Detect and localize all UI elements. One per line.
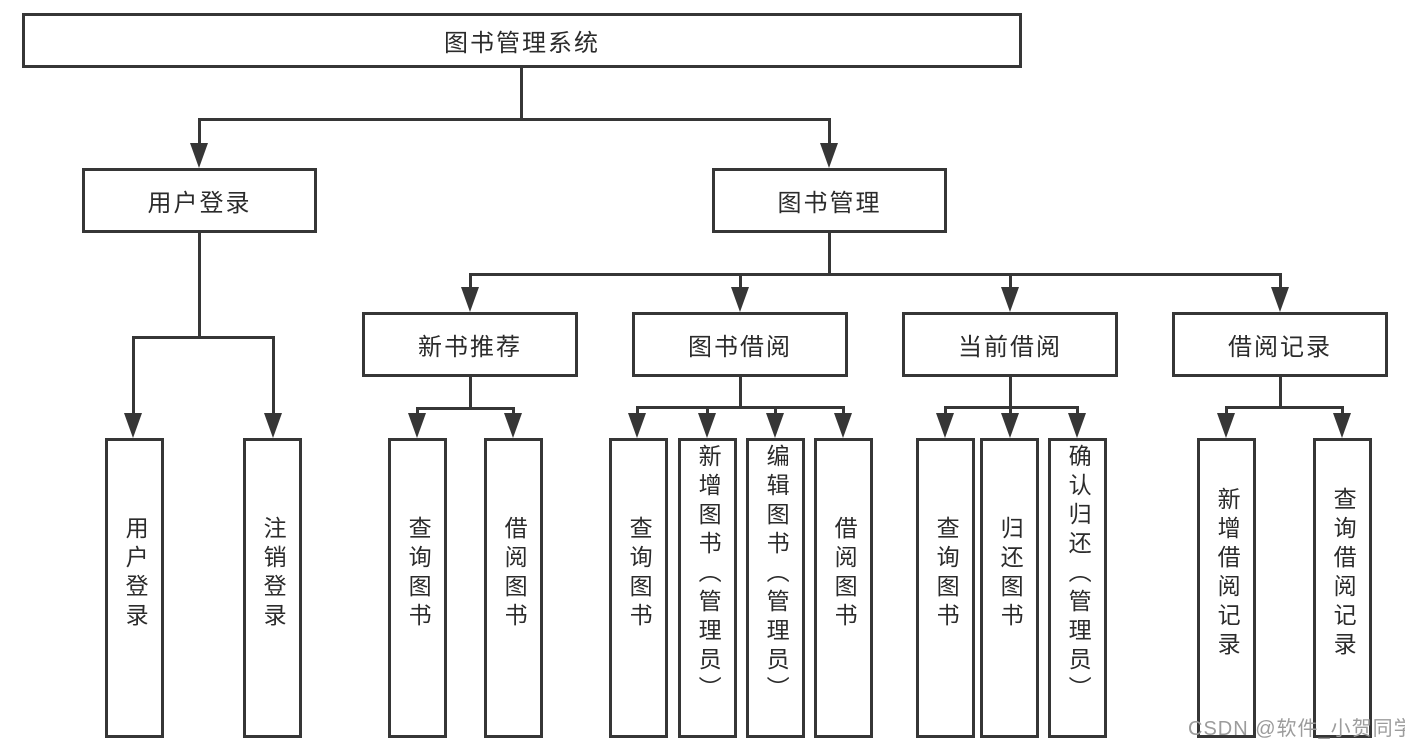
node-book-borrowing: 图书借阅 <box>632 312 848 377</box>
leaf-label: 借阅图书 <box>831 516 858 632</box>
connector-line <box>1279 273 1282 288</box>
arrow-down-icon <box>461 287 479 312</box>
connector-line <box>198 118 201 144</box>
node-label: 当前借阅 <box>958 334 1062 361</box>
connector-line <box>469 377 472 407</box>
arrow-down-icon <box>408 413 426 438</box>
connector-line <box>1009 406 1012 414</box>
leaf-label: 借阅图书 <box>501 516 528 632</box>
node-label: 新书推荐 <box>418 334 522 361</box>
leaf-label: 用户登录 <box>122 516 149 632</box>
node-borrowing-records: 借阅记录 <box>1172 312 1388 377</box>
leaf-query-books-recommend: 查询图书 <box>388 438 447 738</box>
leaf-return-books: 归还图书 <box>980 438 1039 738</box>
connector-line <box>1341 406 1344 414</box>
leaf-add-borrow-record: 新增借阅记录 <box>1197 438 1256 738</box>
node-current-borrowing: 当前借阅 <box>902 312 1118 377</box>
leaf-add-books-admin: 新增图书（管理员） <box>678 438 737 738</box>
leaf-query-books-borrowing: 查询图书 <box>609 438 668 738</box>
connector-line <box>1009 377 1012 406</box>
arrow-down-icon <box>834 413 852 438</box>
node-book-management: 图书管理 <box>712 168 947 233</box>
node-label: 图书管理系统 <box>444 30 600 57</box>
connector-line <box>512 407 515 414</box>
leaf-user-login: 用户登录 <box>105 438 164 738</box>
connector-line <box>739 377 742 406</box>
connector-line <box>132 336 135 413</box>
connector-line <box>520 68 523 118</box>
connector-line <box>944 406 947 414</box>
connector-line <box>272 336 275 413</box>
connector-line <box>842 406 845 414</box>
connector-line <box>636 406 845 409</box>
node-new-book-recommend: 新书推荐 <box>362 312 578 377</box>
connector-line <box>416 407 419 414</box>
node-label: 借阅记录 <box>1228 334 1332 361</box>
connector-line <box>1225 406 1344 409</box>
leaf-label: 确认归还（管理员） <box>1065 443 1092 705</box>
leaf-label: 新增图书（管理员） <box>695 443 722 705</box>
arrow-down-icon <box>628 413 646 438</box>
connector-line <box>1225 406 1228 414</box>
leaf-label: 查询图书 <box>405 516 432 632</box>
connector-line <box>469 273 472 288</box>
connector-line <box>706 406 709 414</box>
leaf-query-borrow-record: 查询借阅记录 <box>1313 438 1372 738</box>
arrow-down-icon <box>731 287 749 312</box>
connector-line <box>1279 377 1282 406</box>
connector-line <box>132 336 275 339</box>
leaf-label: 编辑图书（管理员） <box>763 443 790 705</box>
connector-line <box>198 118 831 121</box>
leaf-label: 查询借阅记录 <box>1330 487 1357 661</box>
connector-line <box>828 233 831 273</box>
arrow-down-icon <box>1001 287 1019 312</box>
connector-line <box>1076 406 1079 414</box>
node-label: 图书管理 <box>777 190 882 217</box>
connector-line <box>739 273 742 288</box>
arrow-down-icon <box>124 413 142 438</box>
connector-line <box>1009 273 1012 288</box>
leaf-label: 查询图书 <box>626 516 653 632</box>
leaf-label: 查询图书 <box>933 516 960 632</box>
connector-line <box>469 273 1282 276</box>
leaf-label: 注销登录 <box>260 516 287 632</box>
leaf-query-books-current: 查询图书 <box>916 438 975 738</box>
arrow-down-icon <box>264 413 282 438</box>
leaf-logout: 注销登录 <box>243 438 302 738</box>
node-user-login: 用户登录 <box>82 168 317 233</box>
node-label: 用户登录 <box>147 190 252 217</box>
connector-line <box>636 406 639 414</box>
arrow-down-icon <box>766 413 784 438</box>
arrow-down-icon <box>1217 413 1235 438</box>
arrow-down-icon <box>698 413 716 438</box>
leaf-label: 归还图书 <box>997 516 1024 632</box>
node-library-system: 图书管理系统 <box>22 13 1022 68</box>
arrow-down-icon <box>1068 413 1086 438</box>
leaf-borrow-books-recommend: 借阅图书 <box>484 438 543 738</box>
leaf-confirm-return-admin: 确认归还（管理员） <box>1048 438 1107 738</box>
connector-line <box>828 118 831 144</box>
arrow-down-icon <box>190 143 208 168</box>
arrow-down-icon <box>820 143 838 168</box>
connector-line <box>198 233 201 336</box>
leaf-borrow-books-borrowing: 借阅图书 <box>814 438 873 738</box>
node-label: 图书借阅 <box>688 334 792 361</box>
arrow-down-icon <box>1271 287 1289 312</box>
connector-line <box>416 407 515 410</box>
arrow-down-icon <box>504 413 522 438</box>
csdn-watermark: CSDN @软件_小贺同学 <box>1188 718 1405 740</box>
leaf-label: 新增借阅记录 <box>1214 487 1241 661</box>
leaf-edit-books-admin: 编辑图书（管理员） <box>746 438 805 738</box>
connector-line <box>774 406 777 414</box>
arrow-down-icon <box>936 413 954 438</box>
arrow-down-icon <box>1001 413 1019 438</box>
arrow-down-icon <box>1333 413 1351 438</box>
